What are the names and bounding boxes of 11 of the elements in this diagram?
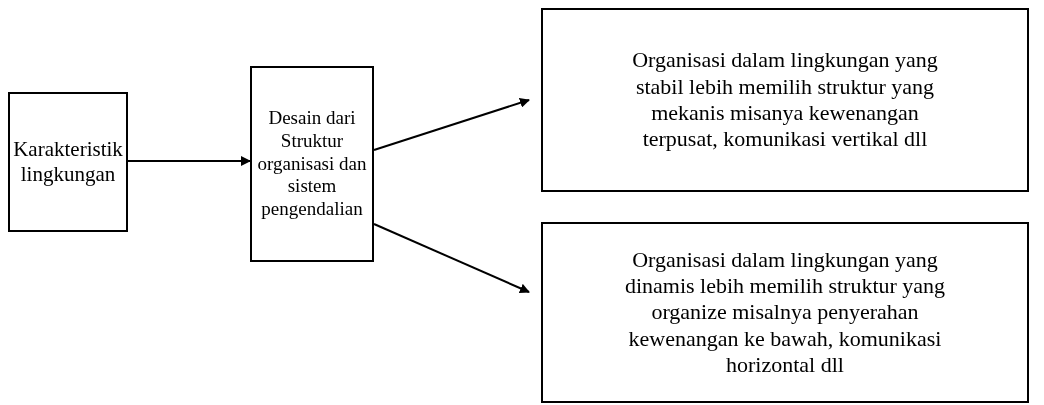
text-box — [8, 92, 128, 232]
arrow — [373, 98, 530, 151]
text-box — [250, 66, 374, 262]
text-box — [541, 222, 1029, 403]
arrow — [373, 223, 530, 293]
box-text: Desain dari Struktur organisasi dan sistem pengendalian — [256, 107, 368, 221]
arrow — [127, 156, 251, 166]
text-box — [541, 8, 1029, 192]
box-text: Karakteristik lingkungan — [12, 136, 124, 188]
box-text: Organisasi dalam lingkungan yang stabil lebih memilih struktur yang mekanis misanya kewenangan terpusat, komunikasi vertikal dll — [631, 47, 939, 153]
box-text: Organisasi dalam lingkungan yang dinamis lebih memilih struktur yang organize misalnya penyerahan kewenangan ke bawah, komunikasi horizontal dll — [623, 246, 947, 379]
